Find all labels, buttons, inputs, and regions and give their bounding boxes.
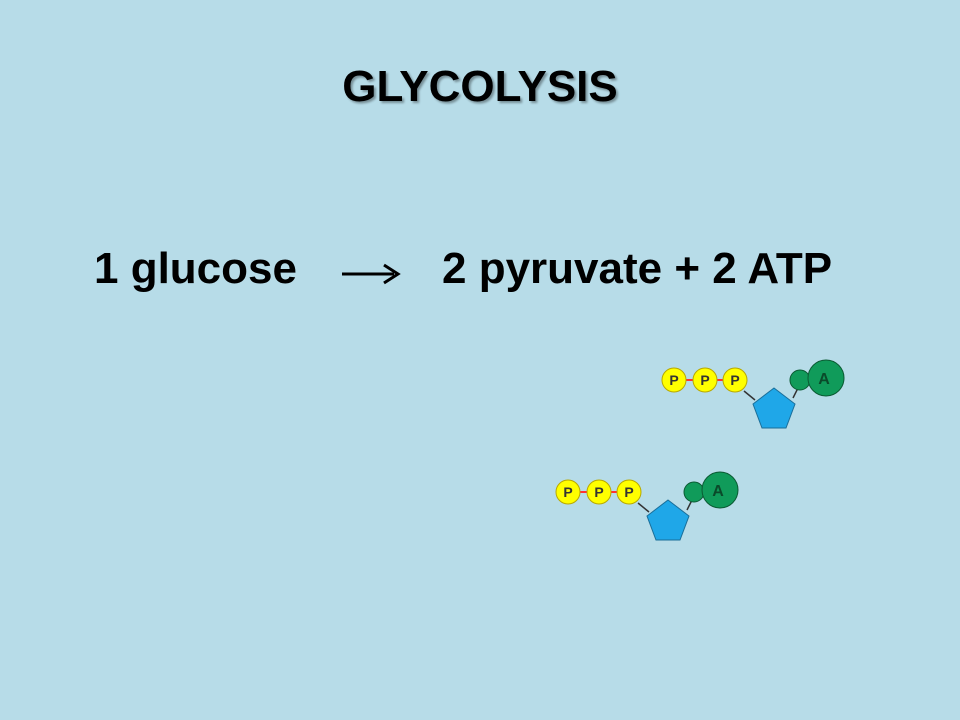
phosphate-1 bbox=[661, 367, 687, 393]
phosphate-3 bbox=[616, 479, 642, 505]
adenine-link bbox=[789, 369, 811, 391]
atp-molecule-icon: P P P A bbox=[555, 471, 739, 541]
phosphate-label-1: P bbox=[563, 484, 572, 500]
adenine-base bbox=[807, 359, 845, 397]
phosphate-label-2: P bbox=[700, 372, 709, 388]
equation-reactant: 1 glucose bbox=[94, 244, 297, 293]
adenine-link bbox=[683, 481, 705, 503]
ribose-sugar bbox=[646, 499, 690, 541]
phosphate-1 bbox=[555, 479, 581, 505]
adenine-base bbox=[701, 471, 739, 509]
reaction-arrow-icon bbox=[342, 263, 401, 285]
phosphate-label-3: P bbox=[624, 484, 633, 500]
ribose-sugar bbox=[752, 387, 796, 429]
phosphate-label-1: P bbox=[669, 372, 678, 388]
phosphate-3 bbox=[722, 367, 748, 393]
slide-title: GLYCOLYSIS bbox=[342, 62, 618, 111]
equation-products: 2 pyruvate + 2 ATP bbox=[442, 244, 833, 293]
atp-molecule-icon: P P P A bbox=[661, 359, 845, 429]
adenine-label: A bbox=[712, 483, 724, 500]
phosphate-2 bbox=[692, 367, 718, 393]
phosphate-label-3: P bbox=[730, 372, 739, 388]
phosphate-label-2: P bbox=[594, 484, 603, 500]
phosphate-2 bbox=[586, 479, 612, 505]
adenine-label: A bbox=[818, 371, 830, 388]
